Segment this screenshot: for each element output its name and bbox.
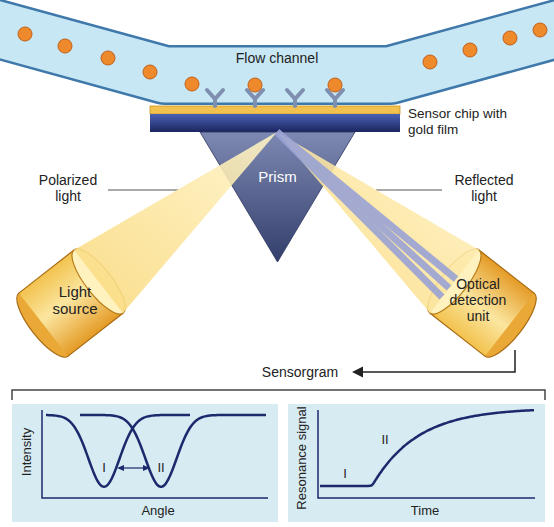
part-label: Flow channel xyxy=(236,50,319,66)
resonance-dip xyxy=(80,415,266,487)
reflected-beams xyxy=(277,132,456,297)
sensorgram-arrow xyxy=(12,350,545,400)
axis-label: Angle xyxy=(141,504,174,519)
part-label: Sensor chip with gold film xyxy=(408,106,508,137)
sensor-chip xyxy=(150,106,400,132)
callout-number: II xyxy=(381,433,388,448)
callout-number: I xyxy=(343,467,347,482)
callout-number: I xyxy=(102,461,106,476)
part-label: Sensorgram xyxy=(262,364,338,380)
axis-label: Intensity xyxy=(20,428,35,476)
prism-shape-outline xyxy=(200,132,355,262)
reflected-light-cone xyxy=(277,132,479,313)
axis-label: Resonance signal xyxy=(295,406,310,509)
receptors xyxy=(207,90,343,106)
node-label: Optical detection unit xyxy=(446,276,510,324)
binding-curve xyxy=(320,410,534,486)
light-source-cylinder: Light source xyxy=(10,235,140,365)
analyte-balls xyxy=(18,23,547,92)
node-label: Prism xyxy=(258,168,296,185)
flow-channel xyxy=(0,27,554,75)
callout-number: II xyxy=(157,461,164,476)
part-label: Reflected light xyxy=(446,172,522,204)
polarized-light-cone xyxy=(74,132,277,313)
detector-cylinder: Optical detection unit xyxy=(413,235,543,365)
resonance-dip xyxy=(46,415,190,487)
part-label: Polarized light xyxy=(30,172,106,204)
prism-shape: Prism xyxy=(200,132,355,262)
axis-label: Time xyxy=(411,504,439,519)
node-label: Light source xyxy=(47,283,103,318)
plot-panels xyxy=(12,404,545,522)
